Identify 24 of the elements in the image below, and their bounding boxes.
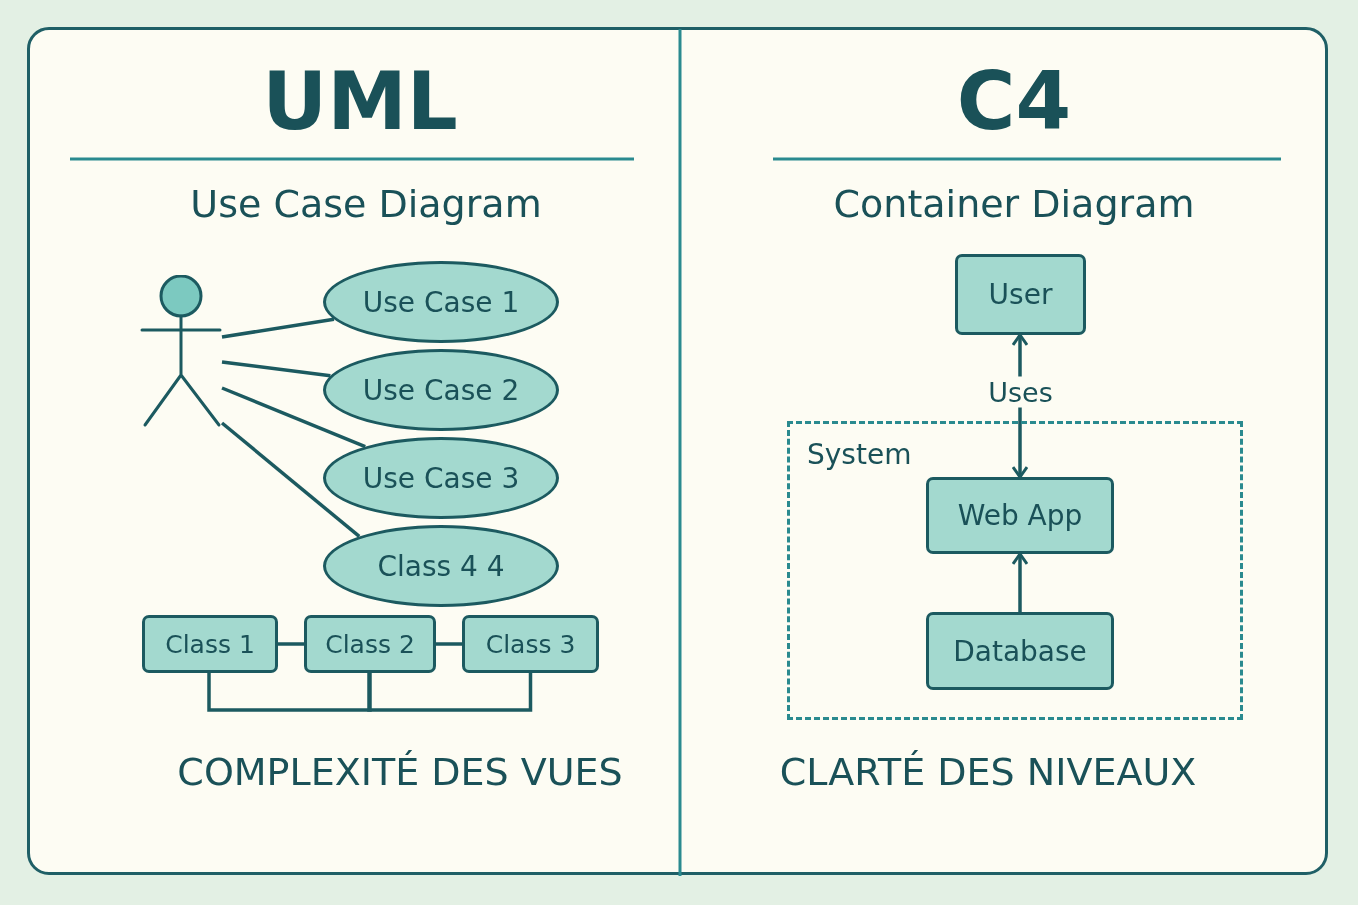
connector-line — [367, 673, 533, 712]
connector-line — [436, 642, 462, 646]
caption: COMPLEXITÉ DES VUES — [177, 750, 623, 794]
heading: C4 — [956, 55, 1072, 148]
connector-line — [207, 673, 372, 712]
container-box: Database — [926, 612, 1114, 690]
subheading: Use Case Diagram — [190, 182, 542, 226]
connector-line — [221, 360, 331, 378]
class-box: Class 2 — [304, 615, 436, 673]
caption: CLARTÉ DES NIVEAUX — [779, 750, 1197, 794]
arrow — [1011, 552, 1029, 612]
class-box: Class 3 — [462, 615, 599, 673]
subheading: Container Diagram — [833, 182, 1195, 226]
connector-line — [221, 317, 335, 339]
actor-figure — [140, 275, 222, 429]
connector-line — [220, 421, 361, 538]
system-boundary — [787, 421, 1243, 720]
connector-line — [278, 642, 304, 646]
container-box: User — [955, 254, 1086, 335]
container-box: Web App — [926, 477, 1114, 554]
class-box: Class 1 — [142, 615, 278, 673]
group-label: System — [807, 438, 912, 471]
connector-line — [221, 386, 366, 449]
heading: UML — [262, 55, 458, 148]
